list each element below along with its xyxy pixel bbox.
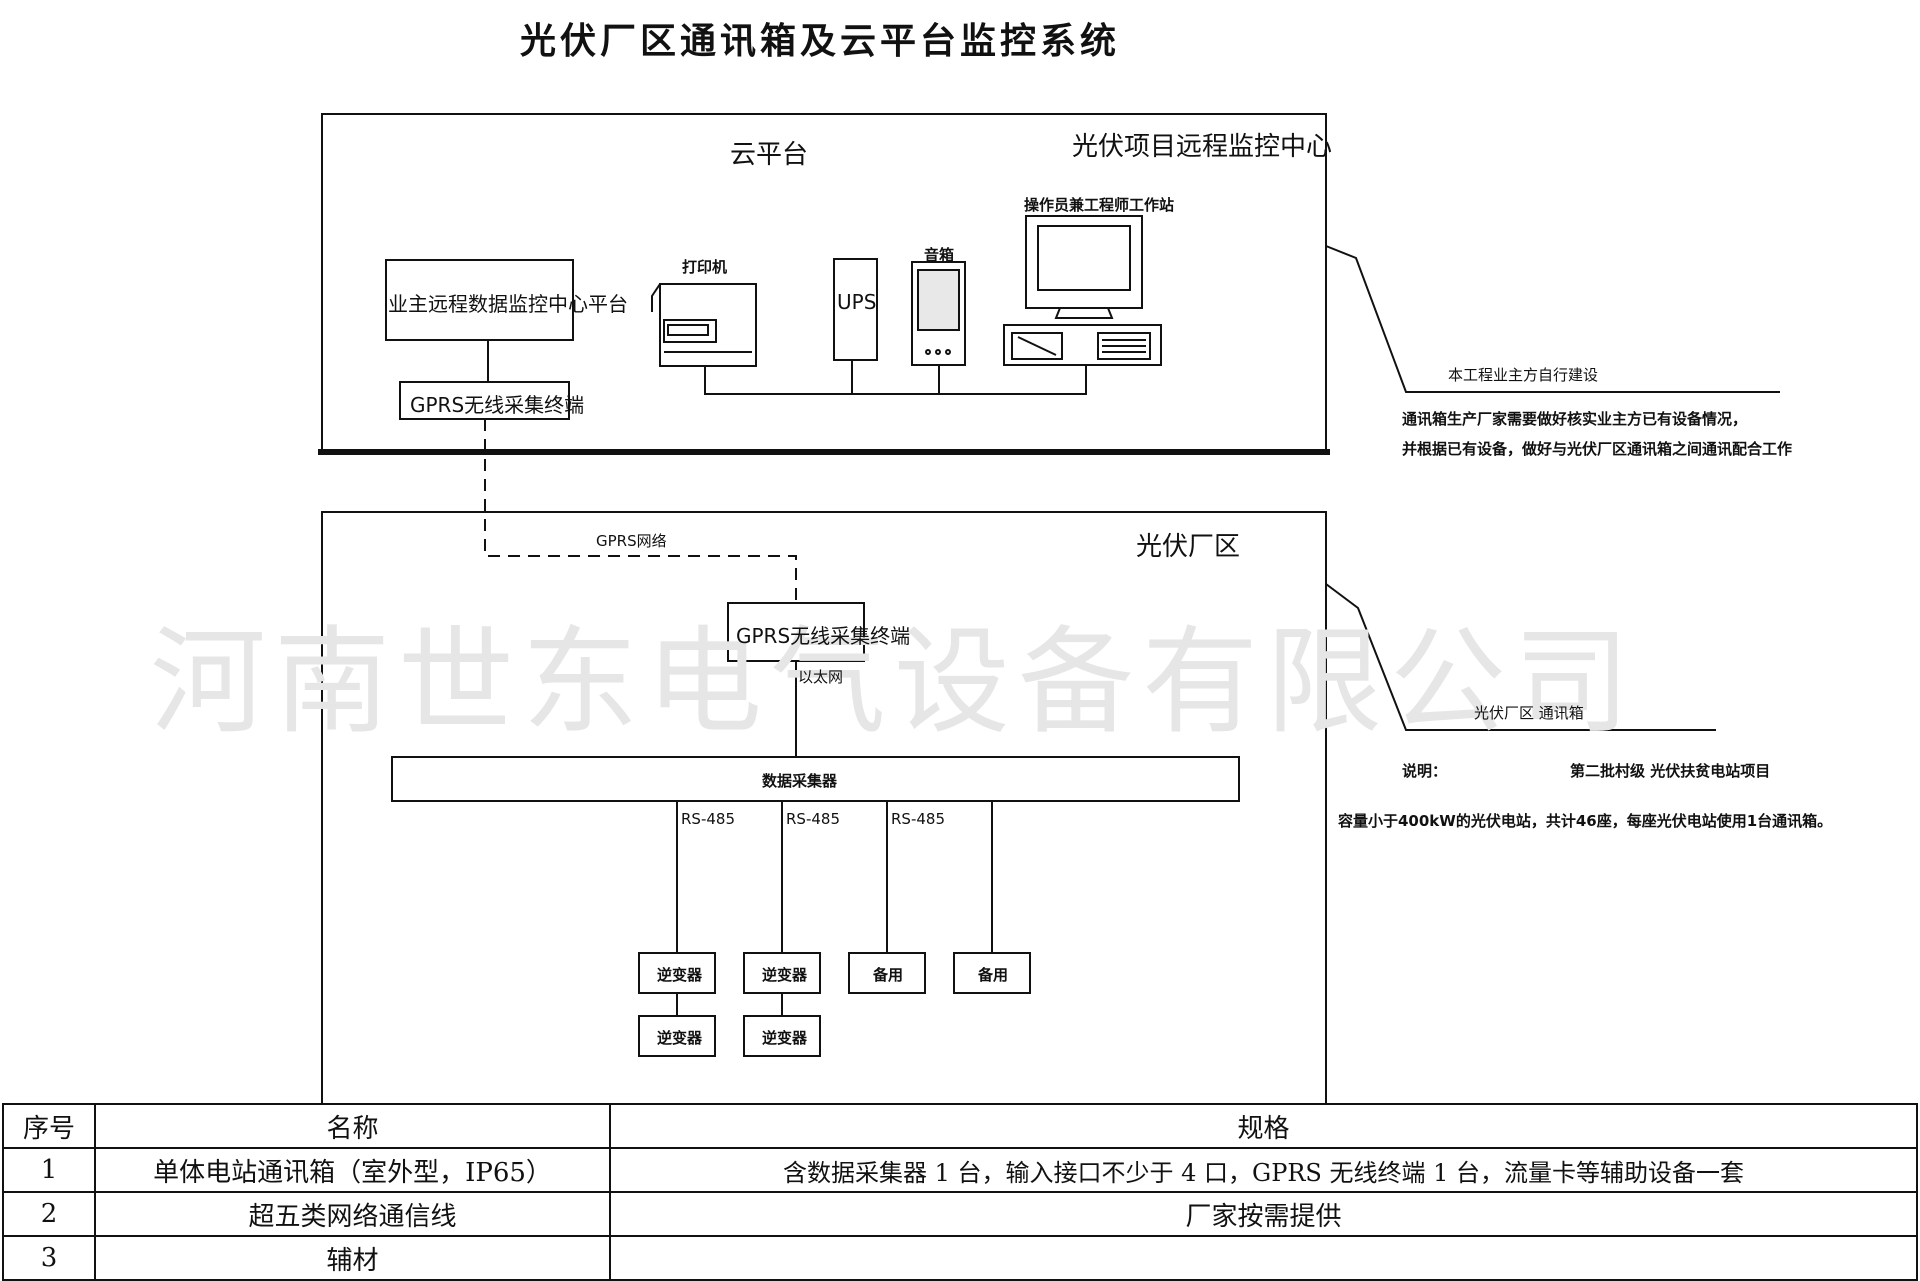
device-box-2: [743, 952, 821, 994]
rs485-label-1: RS-485: [681, 810, 735, 828]
device-box-6: [743, 1015, 821, 1057]
device-label-1: 逆变器: [657, 966, 703, 984]
device-box-5: [638, 1015, 716, 1057]
owner-build-note: 本工程业主方自行建设: [1448, 366, 1599, 384]
row-spec: 含数据采集器 1 台，输入接口不少于 4 口，GPRS 无线终端 1 台，流量卡…: [609, 1147, 1918, 1193]
row-name: 单体电站通讯箱（室外型，IP65）: [94, 1147, 611, 1193]
workstation-icon: [1003, 215, 1162, 366]
device-label-2: 逆变器: [762, 966, 808, 984]
ethernet-label: 以太网: [798, 668, 844, 686]
device-box-3: [848, 952, 926, 994]
note-line-2: 并根据已有设备，做好与光伏厂区通讯箱之间通讯配合工作: [1402, 440, 1793, 458]
table-row: 1 单体电站通讯箱（室外型，IP65） 含数据采集器 1 台，输入接口不少于 4…: [2, 1147, 1918, 1193]
cloud-platform-label: 云平台: [730, 140, 809, 170]
note-line-1: 通讯箱生产厂家需要做好核实业主方已有设备情况，: [1402, 410, 1748, 428]
data-collector-box: [391, 756, 1240, 802]
callout-leader-cloud: [1325, 245, 1780, 393]
device-label-3: 备用: [873, 966, 904, 984]
comm-box-note: 光伏厂区 通讯箱: [1474, 704, 1584, 722]
header-spec: 规格: [609, 1103, 1918, 1149]
description-label: 说明：: [1402, 762, 1448, 780]
ups-box: [833, 258, 878, 361]
row-name: 辅材: [94, 1235, 611, 1281]
description-capacity: 容量小于400kW的光伏电站，共计46座，每座光伏电站使用1台通讯箱。: [1338, 812, 1833, 830]
plant-label: 光伏厂区: [1136, 532, 1241, 562]
description-project: 第二批村级 光伏扶贫电站项目: [1570, 762, 1771, 780]
owner-platform-label: 业主远程数据监控中心平台: [388, 292, 628, 316]
table-header-row: 序号 名称 规格: [2, 1103, 1918, 1149]
device-label-6: 逆变器: [762, 1029, 808, 1047]
owner-platform-box: [385, 259, 574, 341]
speaker-icon: [911, 261, 966, 366]
workstation-label: 操作员兼工程师工作站: [1024, 196, 1175, 214]
gprs-network-label: GPRS网络: [596, 532, 667, 550]
ups-label: UPS: [837, 290, 877, 314]
speaker-label: 音箱: [924, 246, 955, 264]
peripheral-bus: [704, 365, 1087, 395]
device-box-4: [953, 952, 1031, 994]
row-name: 超五类网络通信线: [94, 1191, 611, 1237]
device-label-5: 逆变器: [657, 1029, 703, 1047]
data-collector-label: 数据采集器: [762, 772, 838, 790]
spec-table: 序号 名称 规格 1 单体电站通讯箱（室外型，IP65） 含数据采集器 1 台，…: [2, 1103, 1918, 1281]
row-index: 3: [2, 1235, 96, 1281]
page-title: 光伏厂区通讯箱及云平台监控系统: [519, 20, 1120, 62]
plant-frame: [321, 511, 1327, 1103]
gprs-network-link: [484, 419, 797, 603]
row-spec: [609, 1235, 1918, 1281]
device-box-1: [638, 952, 716, 994]
rs485-label-3: RS-485: [891, 810, 945, 828]
row-index: 1: [2, 1147, 96, 1193]
table-row: 2 超五类网络通信线 厂家按需提供: [2, 1191, 1918, 1237]
printer-icon: [651, 283, 757, 367]
header-name: 名称: [94, 1103, 611, 1149]
rs485-label-2: RS-485: [786, 810, 840, 828]
table-row: 3 辅材: [2, 1235, 1918, 1281]
callout-leader-plant: [1325, 583, 1716, 731]
row-spec: 厂家按需提供: [609, 1191, 1918, 1237]
row-index: 2: [2, 1191, 96, 1237]
plant-gprs-terminal-label: GPRS无线采集终端: [736, 624, 911, 648]
cloud-gprs-terminal-label: GPRS无线采集终端: [410, 393, 585, 417]
printer-label: 打印机: [682, 258, 728, 276]
device-label-4: 备用: [978, 966, 1009, 984]
header-index: 序号: [2, 1103, 96, 1149]
monitoring-center-label: 光伏项目远程监控中心: [1072, 132, 1333, 162]
